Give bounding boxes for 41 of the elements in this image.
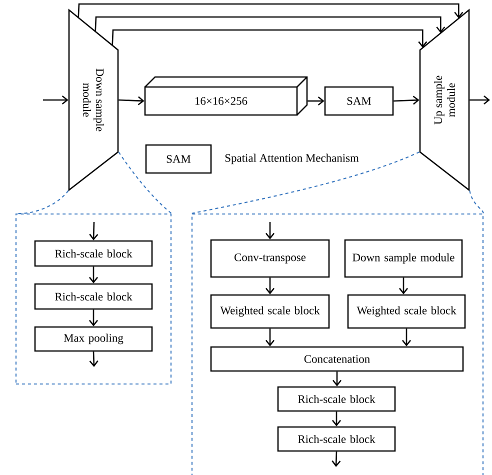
arrow <box>308 96 324 106</box>
arrow <box>43 95 68 104</box>
process-box: Rich-scale block <box>34 240 153 267</box>
zoom-callout-line <box>118 152 172 214</box>
arrow <box>332 372 342 386</box>
process-box: SAM <box>145 144 212 174</box>
zoom-callout-line <box>469 190 484 214</box>
process-box: Rich-scale block <box>34 283 153 310</box>
dashed-panel <box>15 213 172 385</box>
zoom-callout-line <box>191 152 420 214</box>
arrow <box>89 310 98 326</box>
process-box: Weighted scale block <box>347 294 466 329</box>
process-box: Weighted scale block <box>210 294 330 329</box>
process-box: Rich-scale block <box>277 386 396 412</box>
arrow <box>470 95 490 104</box>
up-sample-trapezoid: Up sample module <box>419 8 470 192</box>
dashed-panel <box>191 213 484 475</box>
process-box: Conv-transpose <box>210 239 330 278</box>
process-box: SAM <box>324 86 394 116</box>
arrow <box>89 352 98 367</box>
arrow <box>112 29 428 48</box>
process-box: Rich-scale block <box>277 426 396 452</box>
arrow <box>399 278 408 294</box>
arrow <box>78 3 464 18</box>
process-box: Concatenation <box>210 346 464 372</box>
arrow <box>266 278 275 294</box>
arrow <box>332 452 341 467</box>
arrow <box>332 412 342 426</box>
arrow <box>266 222 275 240</box>
description-text: Spatial Attention Mechanism <box>225 154 359 164</box>
feature-cuboid: 16×16×256 <box>144 76 308 116</box>
process-box: Down sample module <box>344 239 463 278</box>
arrow <box>89 266 98 284</box>
arrow <box>394 96 420 105</box>
zoom-callout-line <box>15 190 69 214</box>
arrow <box>118 96 144 106</box>
process-box: Max pooling <box>34 326 153 352</box>
arrow <box>402 328 412 346</box>
arrow <box>89 222 98 240</box>
arrow <box>94 16 446 34</box>
arrow <box>266 328 275 346</box>
